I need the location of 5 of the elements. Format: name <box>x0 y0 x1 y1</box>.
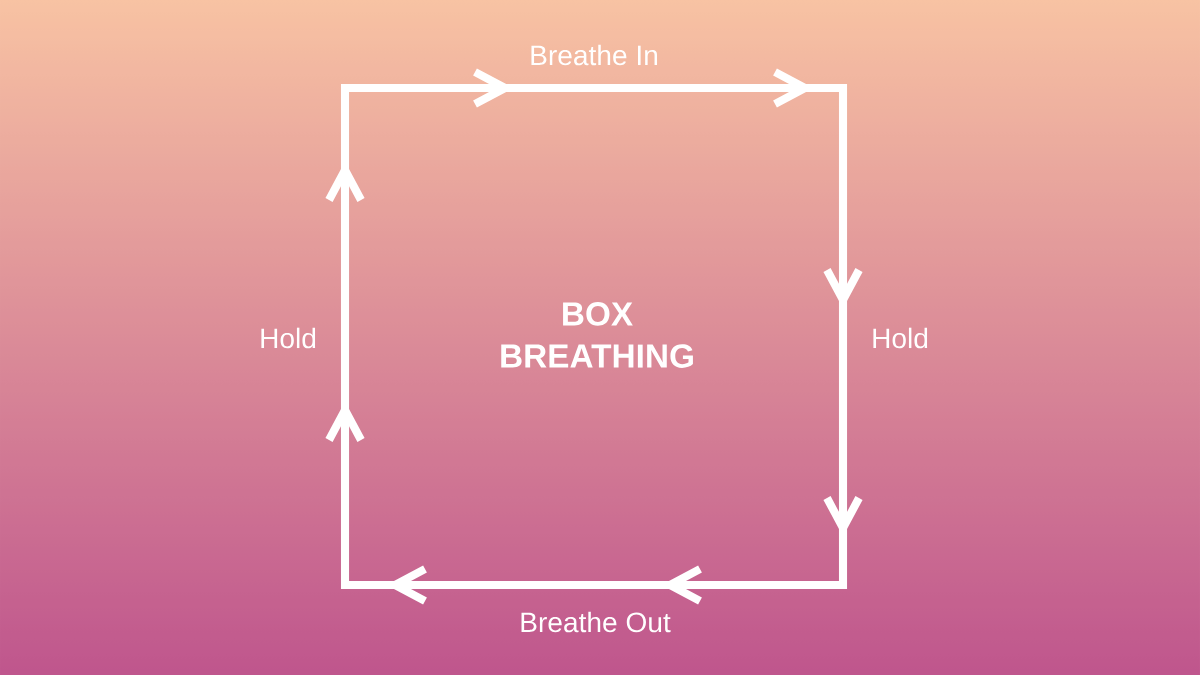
step-label: Breathe Out <box>521 611 671 633</box>
step-label: Hold <box>261 327 316 349</box>
step-label: Breathe In <box>531 44 657 66</box>
step-label: Hold <box>873 327 928 349</box>
title: BOX BREATHING <box>501 302 693 368</box>
